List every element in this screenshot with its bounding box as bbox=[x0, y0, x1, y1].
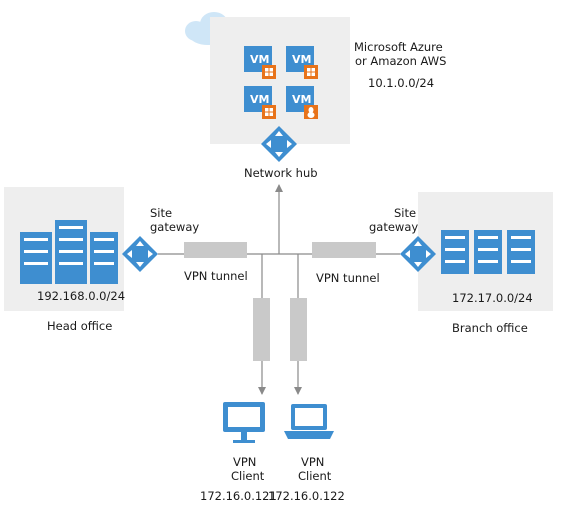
client-1-line1: VPN bbox=[233, 455, 256, 469]
vm-tile: VM bbox=[286, 46, 314, 72]
vpn-tunnel-branch-office bbox=[312, 242, 376, 258]
vm-label: VM bbox=[292, 93, 311, 106]
laptop-icon bbox=[284, 404, 334, 439]
vm-label: VM bbox=[250, 93, 269, 106]
vpn-tunnel-client-1 bbox=[253, 298, 270, 361]
head-office-label: Head office bbox=[47, 319, 112, 333]
vm-label: VM bbox=[250, 53, 269, 66]
branch-office-gateway-icon bbox=[400, 236, 436, 272]
server-rack-icon bbox=[441, 230, 535, 274]
cloud-panel bbox=[210, 17, 350, 144]
branch-office-gateway-line2: gateway bbox=[369, 220, 418, 234]
head-office-gateway-line2: gateway bbox=[150, 220, 199, 234]
cloud-title-line2: or Amazon AWS bbox=[355, 54, 446, 68]
branch-office-gateway-line1: Site bbox=[394, 206, 416, 220]
head-office-gateway-line1: Site bbox=[150, 206, 172, 220]
client-2-line1: VPN bbox=[301, 455, 324, 469]
branch-office-tunnel-label: VPN tunnel bbox=[316, 271, 380, 285]
client-2-line2: Client bbox=[298, 469, 332, 483]
client-2-ip: 172.16.0.122 bbox=[268, 489, 345, 503]
windows-icon bbox=[262, 105, 276, 119]
head-office-tunnel-label: VPN tunnel bbox=[184, 269, 248, 283]
server-rack-icon bbox=[20, 220, 118, 284]
vpn-tunnel-client-2 bbox=[290, 298, 307, 361]
head-office-subnet: 192.168.0.0/24 bbox=[37, 289, 125, 303]
connection-lines bbox=[158, 184, 400, 395]
desktop-monitor-icon bbox=[223, 402, 265, 443]
branch-office-label: Branch office bbox=[452, 321, 528, 335]
windows-icon bbox=[262, 65, 276, 79]
router-icon bbox=[261, 126, 297, 162]
network-hub-label: Network hub bbox=[244, 166, 318, 180]
windows-icon bbox=[304, 65, 318, 79]
head-office-gateway-icon bbox=[122, 236, 158, 272]
vm-label: VM bbox=[292, 53, 311, 66]
vpn-tunnel-head-office bbox=[184, 242, 247, 258]
cloud-title-line1: Microsoft Azure bbox=[354, 40, 443, 54]
linux-icon bbox=[304, 105, 318, 119]
client-1-ip: 172.16.0.121 bbox=[200, 489, 277, 503]
cloud-subnet: 10.1.0.0/24 bbox=[368, 76, 434, 90]
branch-office-subnet: 172.17.0.0/24 bbox=[452, 291, 533, 305]
client-1-line2: Client bbox=[231, 469, 265, 483]
